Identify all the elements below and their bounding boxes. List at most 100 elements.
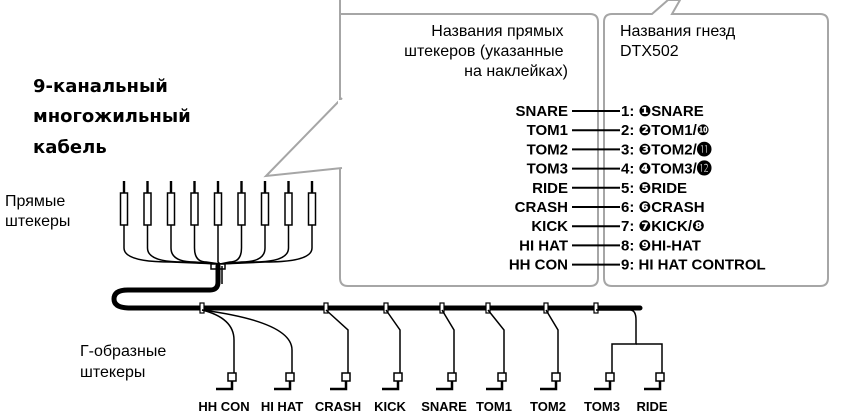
jack-box-title: Названия гнезд DTX502 [620,23,740,60]
cable-split-marker [199,302,205,314]
l-plug-wire [201,309,293,373]
jack-name: 4: ❹TOM3/⓬ [621,160,712,178]
l-plug-label: HH CON [198,399,249,414]
plug-box-title-line: на наклейках) [464,63,568,80]
l-plug-body [285,372,295,382]
cable-split-marker [439,302,445,314]
cable-split-marker [543,302,549,314]
multicore-cable [111,263,643,311]
jack-name: 3: ❸TOM2/⓫ [621,140,712,158]
jack-box-title-line: Названия гнезд [620,23,736,40]
jack-name: 5: ❺RIDE [621,180,687,197]
l-plug-body [341,372,351,382]
plug-names-callout [339,0,599,287]
l-plug-tip [594,381,612,391]
l-plug-tip [274,381,292,391]
plug-tip [287,181,290,193]
l-plug-body [655,372,665,382]
cable-title: 9-канальный многожильный кабель [33,76,197,158]
plug-body [307,192,317,226]
straight-plugs-label-line: штекеры [5,213,70,230]
plug-body [119,192,129,226]
l-plug-wire [385,309,401,373]
cable-title-line: многожильный [33,106,191,127]
jack-names-callout [603,0,829,287]
l-plug-wire [487,309,505,373]
plug-tip [216,181,220,193]
l-plug-wire [201,309,235,373]
l-plug-label: TOM2 [530,399,566,414]
jack-name: 8: ❾HI-HAT [621,237,701,254]
plug-body [260,192,270,226]
cable-split-marker [593,302,599,314]
plug-tip [122,181,126,193]
plug-name: RIDE [532,180,568,197]
l-plug-label: KICK [374,399,406,414]
cable-split-marker [383,302,389,314]
straight-plugs [119,181,317,270]
l-plug-tip [486,381,504,391]
l-plug-body [551,372,561,382]
l-plug-label: SNARE [421,399,467,414]
straight-plugs-label-line: Прямые [5,193,65,210]
plug-name: HI HAT [519,237,568,254]
l-shaped-plugs [199,302,665,391]
l-shaped-plugs-label-line: штекеры [80,364,145,381]
l-plug-tip [644,381,662,391]
jack-name: 9: HI HAT CONTROL [621,257,766,274]
l-plug-label: TOM1 [476,399,512,414]
plug-name: CRASH [515,199,568,216]
l-plug-tip [382,381,400,391]
l-shaped-plugs-label-line: Г-образные [80,343,166,360]
plug-wire [123,225,221,265]
l-plug-label: CRASH [315,399,361,414]
jack-name: 7: ❼KICK/❽ [621,218,705,235]
plug-box-title: Названия прямых штекеров (указанные на н… [404,23,568,80]
plug-wire [219,225,290,265]
plug-tip [310,181,314,193]
plug-body [284,192,293,226]
plug-name: KICK [531,218,568,235]
plug-name: TOM1 [527,122,568,139]
l-plug-tip [330,381,348,391]
plug-name: SNARE [515,103,568,120]
l-plug-tip [540,381,558,391]
l-plug-wire [325,309,349,373]
plug-tip [193,181,196,193]
plug-name: TOM3 [527,161,568,178]
plug-tip [146,181,149,193]
cable-split-marker [485,302,491,314]
plug-wire [170,225,221,265]
callout-pointer [263,97,343,178]
l-plug-body [497,372,507,382]
l-plug-body [393,372,403,382]
l-plug-body [605,372,615,382]
jack-name: 6: ❻CRASH [621,199,705,216]
jack-box-title-line: DTX502 [620,43,679,60]
plug-wire [217,225,221,265]
l-plug-wire [545,309,559,373]
cable-split-marker [323,302,329,314]
l-plug-wire [636,343,663,373]
straight-plugs-label: Прямые штекеры [5,193,70,230]
plug-wire [193,225,221,265]
plug-tip [169,181,173,193]
plug-wire [219,225,266,265]
l-shaped-plugs-label: Г-образные штекеры [80,343,171,381]
l-plug-body [227,372,237,382]
cable-title-line: кабель [33,137,107,158]
plug-box-title-line: Названия прямых [431,23,563,40]
l-plug-label: TOM3 [584,399,620,414]
plug-tip [240,181,243,193]
l-plug-body [447,372,457,382]
plug-wire [146,225,221,265]
plug-wire [219,225,243,265]
l-plug-tip [216,381,234,391]
l-plug-wire [596,309,637,373]
plug-body [190,192,199,226]
